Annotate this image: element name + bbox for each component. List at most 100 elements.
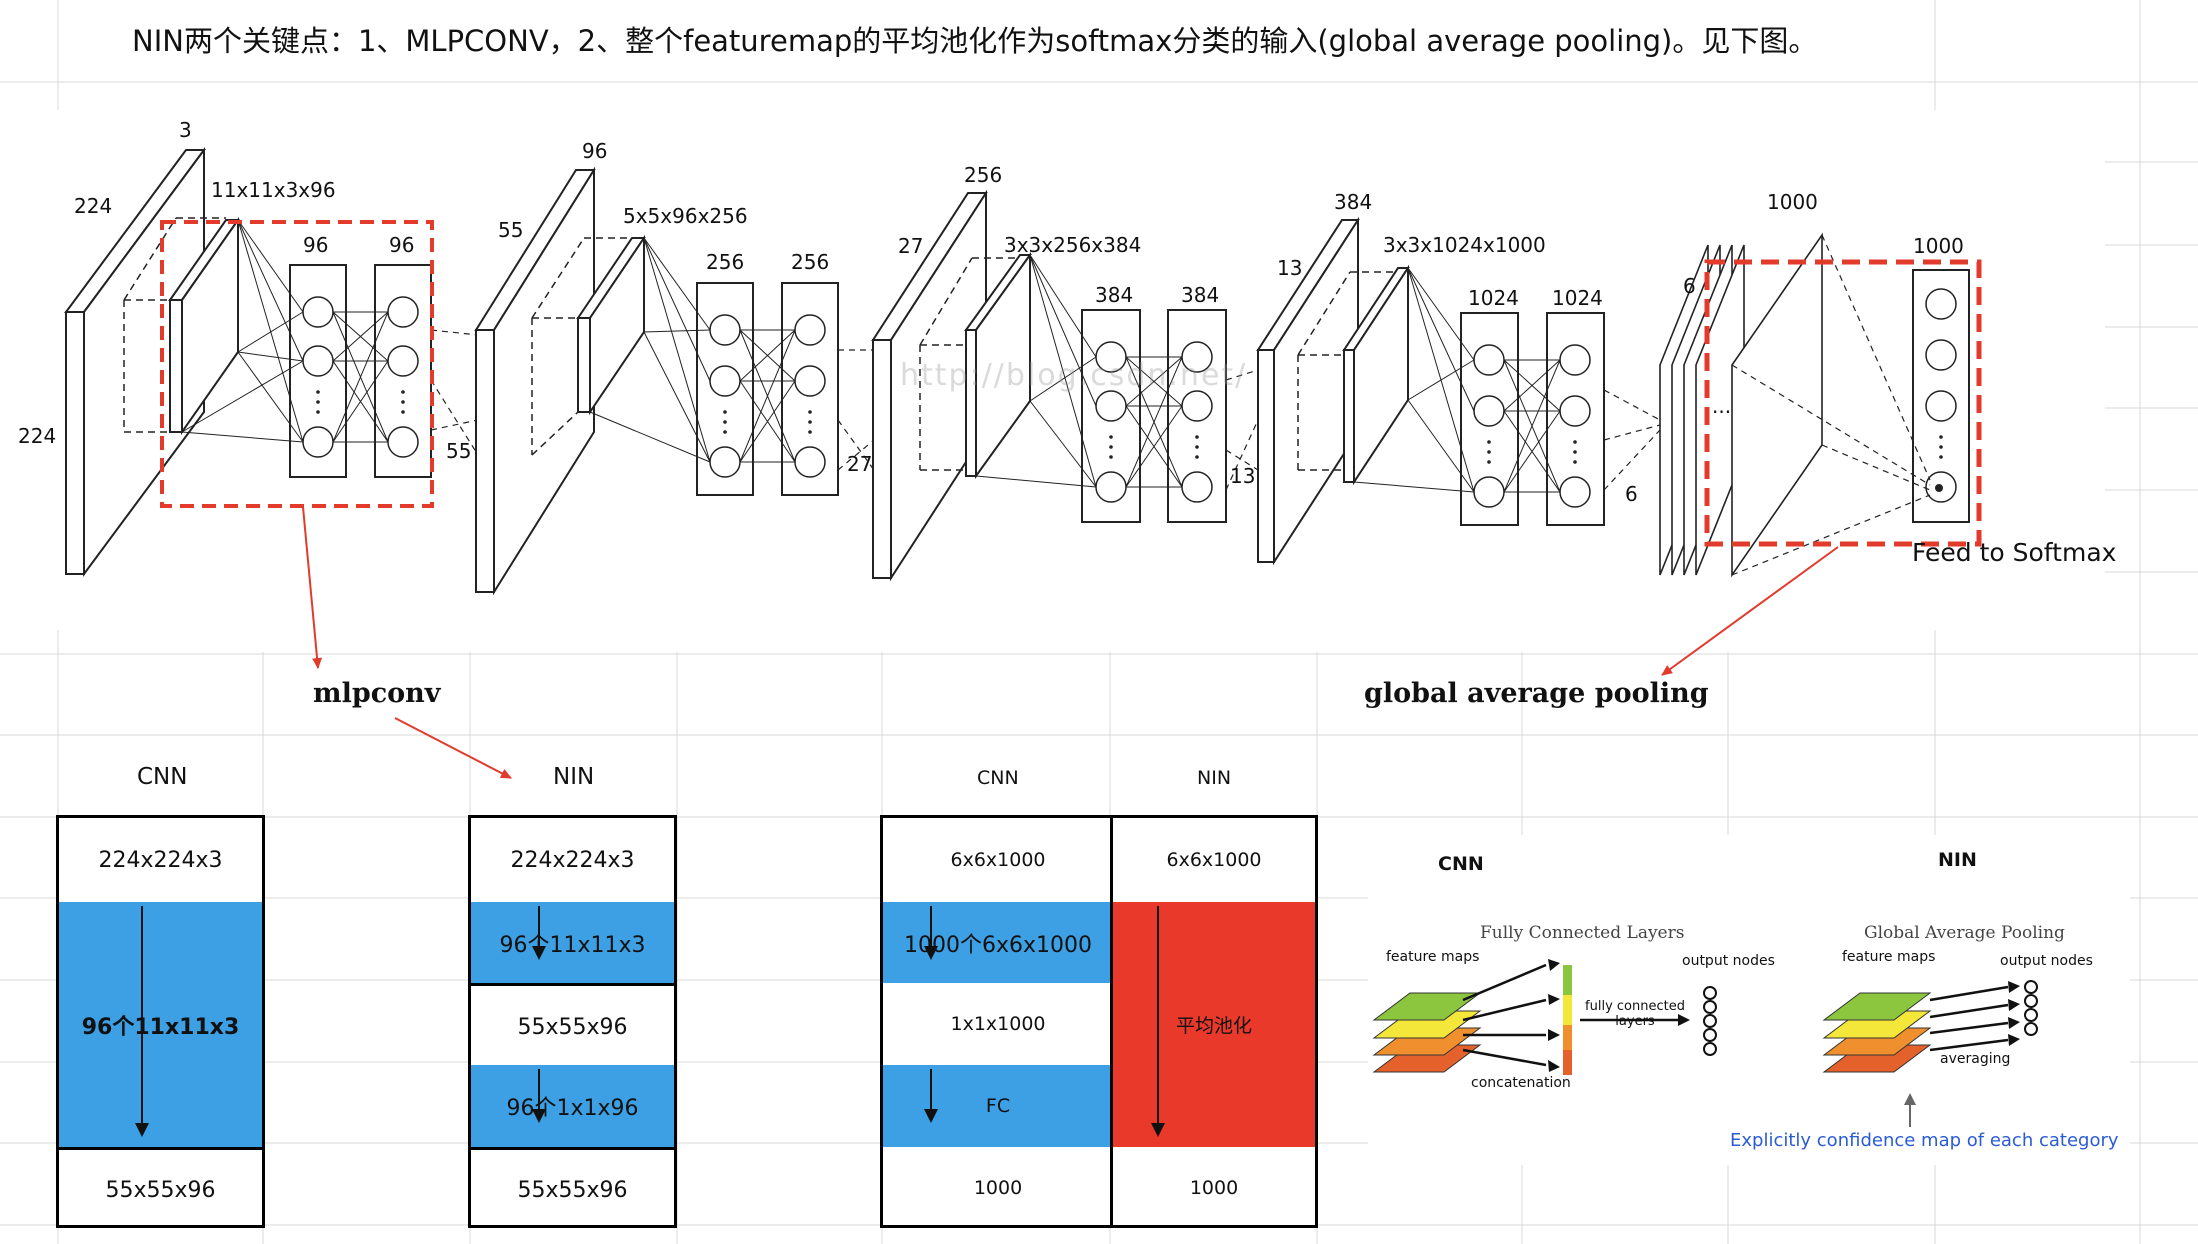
table2-kernel1-text: 96个11x11x3	[499, 932, 646, 958]
s4-out-label: 6	[1625, 482, 1638, 506]
table3-nin-row-pool: 平均池化	[1113, 902, 1315, 1147]
table2-header: NIN	[553, 764, 595, 790]
table2-row-kernel1: 96个11x11x3	[471, 902, 674, 983]
table3-nin-row-input: 6x6x1000	[1166, 849, 1262, 871]
table2-row-input: 224x224x3	[510, 847, 635, 873]
table3-cnn-fc-text: FC	[985, 1095, 1011, 1117]
figure-cnn-output-nodes: output nodes	[1682, 953, 1775, 969]
watermark: http://blog.csdn.net/	[900, 358, 1248, 393]
table1-row-kernel: 96个11x11x3	[59, 902, 262, 1147]
table3-gap-compare: 6x6x1000 1000个6x6x1000 1x1x1000 FC 1000 …	[880, 815, 1318, 1228]
s2-out-label: 27	[847, 452, 873, 476]
s2-kernel-label: 5x5x96x256	[623, 204, 748, 228]
table3-nin-pool-text: 平均池化	[1175, 1015, 1252, 1037]
s2-mlp2-label: 256	[791, 250, 830, 274]
table3-cnn-row-fc: FC	[883, 1065, 1113, 1147]
s3-kernel-label: 3x3x256x384	[1004, 233, 1142, 257]
mlpconv-callout-arrow	[302, 506, 323, 669]
stage1-mlp-layer1	[289, 264, 347, 478]
gap-label: global average pooling	[1364, 678, 1709, 709]
table1-cnn: 224x224x3 96个11x11x3 55x55x96	[56, 815, 265, 1228]
table3-nin-row-output: 1000	[1189, 1176, 1239, 1199]
table1-header: CNN	[137, 764, 188, 790]
table3-cnn-row-output: 1000	[973, 1176, 1023, 1199]
figure-fc-title: Fully Connected Layers	[1480, 923, 1685, 943]
table2-flow-arrowhead1	[532, 946, 546, 960]
figure-fc-layers: fully connected layers	[1585, 999, 1685, 1029]
table1-kernel-text: 96个11x11x3	[81, 1014, 240, 1040]
table3-cnn-row-kernel: 1000个6x6x1000	[883, 902, 1113, 983]
figure-nin-title: NIN	[1938, 849, 1977, 871]
s3-mlp1-label: 384	[1095, 283, 1134, 307]
table3-cnn-flow-arrow2	[930, 1069, 932, 1111]
s4-height-label: 13	[1277, 256, 1303, 280]
stage2-kernel	[576, 234, 646, 416]
table3-cnn-row-mid: 1x1x1000	[950, 1013, 1046, 1035]
stage4-mlp-layer1	[1460, 312, 1519, 526]
stage5-output-layer	[1912, 269, 1970, 523]
stage1-input-volume	[64, 146, 206, 578]
table2-row-mid: 55x55x96	[471, 983, 674, 1071]
table3-cnn-flow-arrow1	[930, 906, 932, 948]
s5-dots-label: ...	[1712, 394, 1732, 418]
figure-averaging: averaging	[1940, 1051, 2011, 1067]
figure-cnn-feature-maps: feature maps	[1386, 949, 1480, 965]
stage3-mlp-layer2	[1167, 309, 1227, 523]
s2-mlp1-label: 256	[706, 250, 745, 274]
stage2-mlp-layer2	[781, 282, 839, 496]
s1-height-label: 224	[74, 194, 113, 218]
s5-height-label: 6	[1683, 274, 1696, 298]
s2-depth-label: 96	[582, 139, 608, 163]
figure-nin-feature-maps: feature maps	[1842, 949, 1936, 965]
table1-row-output: 55x55x96	[59, 1147, 262, 1231]
table3-header-nin: NIN	[1197, 767, 1232, 789]
stage3-mlp-layer1	[1081, 309, 1141, 523]
table3-cnn-flow-arrowhead2	[924, 1109, 938, 1123]
figure-cnn-title: CNN	[1438, 853, 1484, 875]
stage4-mlp-layer2	[1546, 312, 1605, 526]
table3-cnn-row-input: 6x6x1000	[950, 849, 1046, 871]
feed-to-softmax-label: Feed to Softmax	[1912, 538, 2117, 567]
table2-nin: 224x224x3 96个11x11x3 55x55x96 96个1x1x96 …	[468, 815, 677, 1228]
table2-row-output: 55x55x96	[471, 1147, 674, 1231]
s5-out-label: 1000	[1913, 234, 1964, 258]
s1-mlp1-label: 96	[303, 233, 329, 257]
figure-caption: Explicitly confidence map of each catego…	[1730, 1130, 2119, 1151]
stage4-input-volume	[1256, 216, 1360, 566]
s1-depth-label: 3	[179, 118, 192, 142]
table3-cnn-flow-arrowhead1	[924, 946, 938, 960]
s2-height-label: 55	[498, 218, 524, 242]
s1-mlp2-label: 96	[389, 233, 415, 257]
s4-mlp1-label: 1024	[1468, 286, 1519, 310]
table2-flow-arrow1	[538, 906, 540, 948]
mlpconv-label: mlpconv	[313, 678, 441, 709]
s1-out-label: 55	[446, 439, 472, 463]
s4-mlp2-label: 1024	[1552, 286, 1603, 310]
fc-vs-gap-figure: CNN NIN Fully Connected Layers Global Av…	[1368, 835, 2130, 1165]
table3-nin-flow-arrowhead	[1151, 1123, 1165, 1137]
mlpconv-highlight-box	[160, 220, 434, 508]
page-title: NIN两个关键点：1、MLPCONV，2、整个featuremap的平均池化作为…	[132, 24, 1818, 58]
s1-kernel-label: 11x11x3x96	[211, 178, 336, 202]
table1-row-input: 224x224x3	[98, 847, 223, 873]
gap-callout-arrow	[1661, 546, 1839, 676]
s4-depth-label: 384	[1334, 190, 1373, 214]
s3-out-label: 13	[1230, 464, 1256, 488]
figure-nin-output-nodes: output nodes	[2000, 953, 2093, 969]
fc-vs-gap-graphic	[1372, 959, 2038, 1127]
stage3-input-volume	[871, 189, 988, 582]
s4-kernel-label: 3x3x1024x1000	[1383, 233, 1546, 257]
table1-flow-arrowhead	[135, 1123, 149, 1137]
table2-kernel2-text: 96个1x1x96	[506, 1096, 639, 1121]
stage2-mlp-layer1	[696, 282, 754, 496]
table3-header-cnn: CNN	[977, 767, 1019, 789]
stage2-input-volume	[474, 166, 596, 596]
s3-mlp2-label: 384	[1181, 283, 1220, 307]
table2-flow-arrow2	[538, 1069, 540, 1111]
figure-gap-title: Global Average Pooling	[1864, 923, 2065, 943]
nin-architecture-diagram	[64, 146, 1982, 676]
gap-highlight-box	[1704, 259, 1982, 547]
table1-flow-arrow	[141, 906, 143, 1126]
s5-depth-label: 1000	[1767, 190, 1818, 214]
